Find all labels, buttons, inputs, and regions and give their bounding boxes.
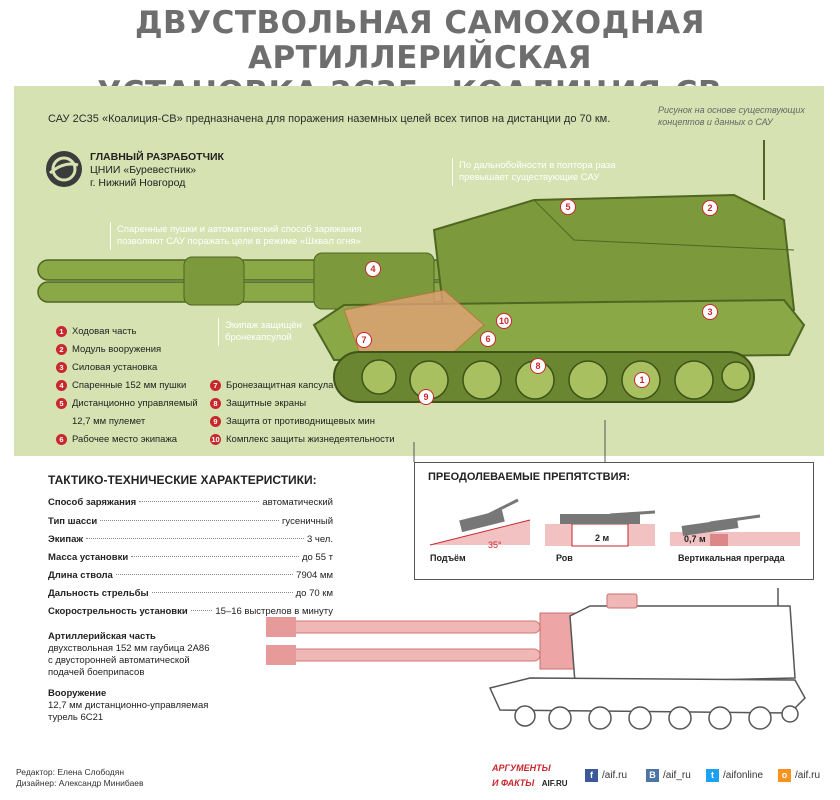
specs-title: ТАКТИКО-ТЕХНИЧЕСКИЕ ХАРАКТЕРИСТИКИ: [48,473,317,487]
side-view-turret [569,605,796,684]
legend-item-continued: 12,7 мм пулемет [72,416,146,427]
obstacle-wall-value: 0,7 м [684,534,706,544]
marker-4: 4 [365,261,381,277]
odnoklassniki-icon: о [778,769,791,782]
developer-block: ГЛАВНЫЙ РАЗРАБОТЧИК ЦНИИ «Буревестник» г… [90,151,224,190]
source-note: Рисунок на основе существующих концептов… [658,105,805,127]
obstacle-wall-label: Вертикальная преграда [678,553,785,563]
obstacles-illustration [429,498,800,547]
twin-barrels [37,252,449,310]
twitter-icon: t [706,769,719,782]
marker-2: 2 [702,200,718,216]
marker-7: 7 [356,332,372,348]
tank-illustration [37,140,806,403]
obstacle-slope-value: 35° [488,540,502,550]
marker-3: 3 [702,304,718,320]
editor-credit: Редактор: Елена Слободян [16,767,125,777]
social-facebook-link[interactable]: f/aif.ru [585,769,627,782]
developer-name: ЦНИИ «Буревестник» [90,164,197,176]
side-view-hull [488,677,806,714]
developer-heading: ГЛАВНЫЙ РАЗРАБОТЧИК [90,151,224,163]
facebook-icon: f [585,769,598,782]
callout-twin-guns: Спаренные пушки и автоматический способ … [110,222,372,250]
artillery-section: Артиллерийская часть двухствольная 152 м… [48,631,210,678]
marker-1: 1 [634,372,650,388]
obstacles-title: ПРЕОДОЛЕВАЕМЫЕ ПРЕПЯТСТВИЯ: [428,471,631,483]
callout-crew-capsule: Экипаж защищён бронекапсулой [218,318,335,346]
side-view-barrels [266,612,591,670]
obstacle-slope-label: Подъём [430,553,466,563]
developer-logo-icon [46,151,82,187]
vk-icon: В [646,769,659,782]
marker-8: 8 [530,358,546,374]
obstacles-connector [413,420,606,462]
social-twitter-link[interactable]: t/aifonline [706,769,763,782]
marker-6: 6 [480,331,496,347]
marker-5: 5 [560,199,576,215]
developer-city: г. Нижний Новгород [90,177,186,189]
marker-10: 10 [496,313,512,329]
title-line-1: ДВУСТВОЛЬНАЯ САМОХОДНАЯ АРТИЛЛЕРИЙСКАЯ [134,5,706,76]
social-ok-link[interactable]: о/aif.ru [778,769,820,782]
marker-9: 9 [418,389,434,405]
callout-range: По дальнобойности в полтора раза превыша… [452,158,634,186]
obstacle-ditch-label: Ров [556,553,573,563]
designer-credit: Дизайнер: Александр Минибаев [16,778,144,788]
side-view-illustration [266,588,806,730]
armament-section: Вооружение 12,7 мм дистанционно-управляе… [48,688,209,723]
aif-logo[interactable]: АРГУМЕНТЫ И ФАКТЫ AIF.RU [492,763,568,789]
credits: Редактор: Елена Слободян Дизайнер: Алекс… [16,767,144,789]
obstacle-ditch-value: 2 м [595,533,610,543]
social-vk-link[interactable]: В/aif_ru [646,769,691,782]
intro-text: САУ 2С35 «Коалиция-СВ» предназначена для… [48,113,611,125]
